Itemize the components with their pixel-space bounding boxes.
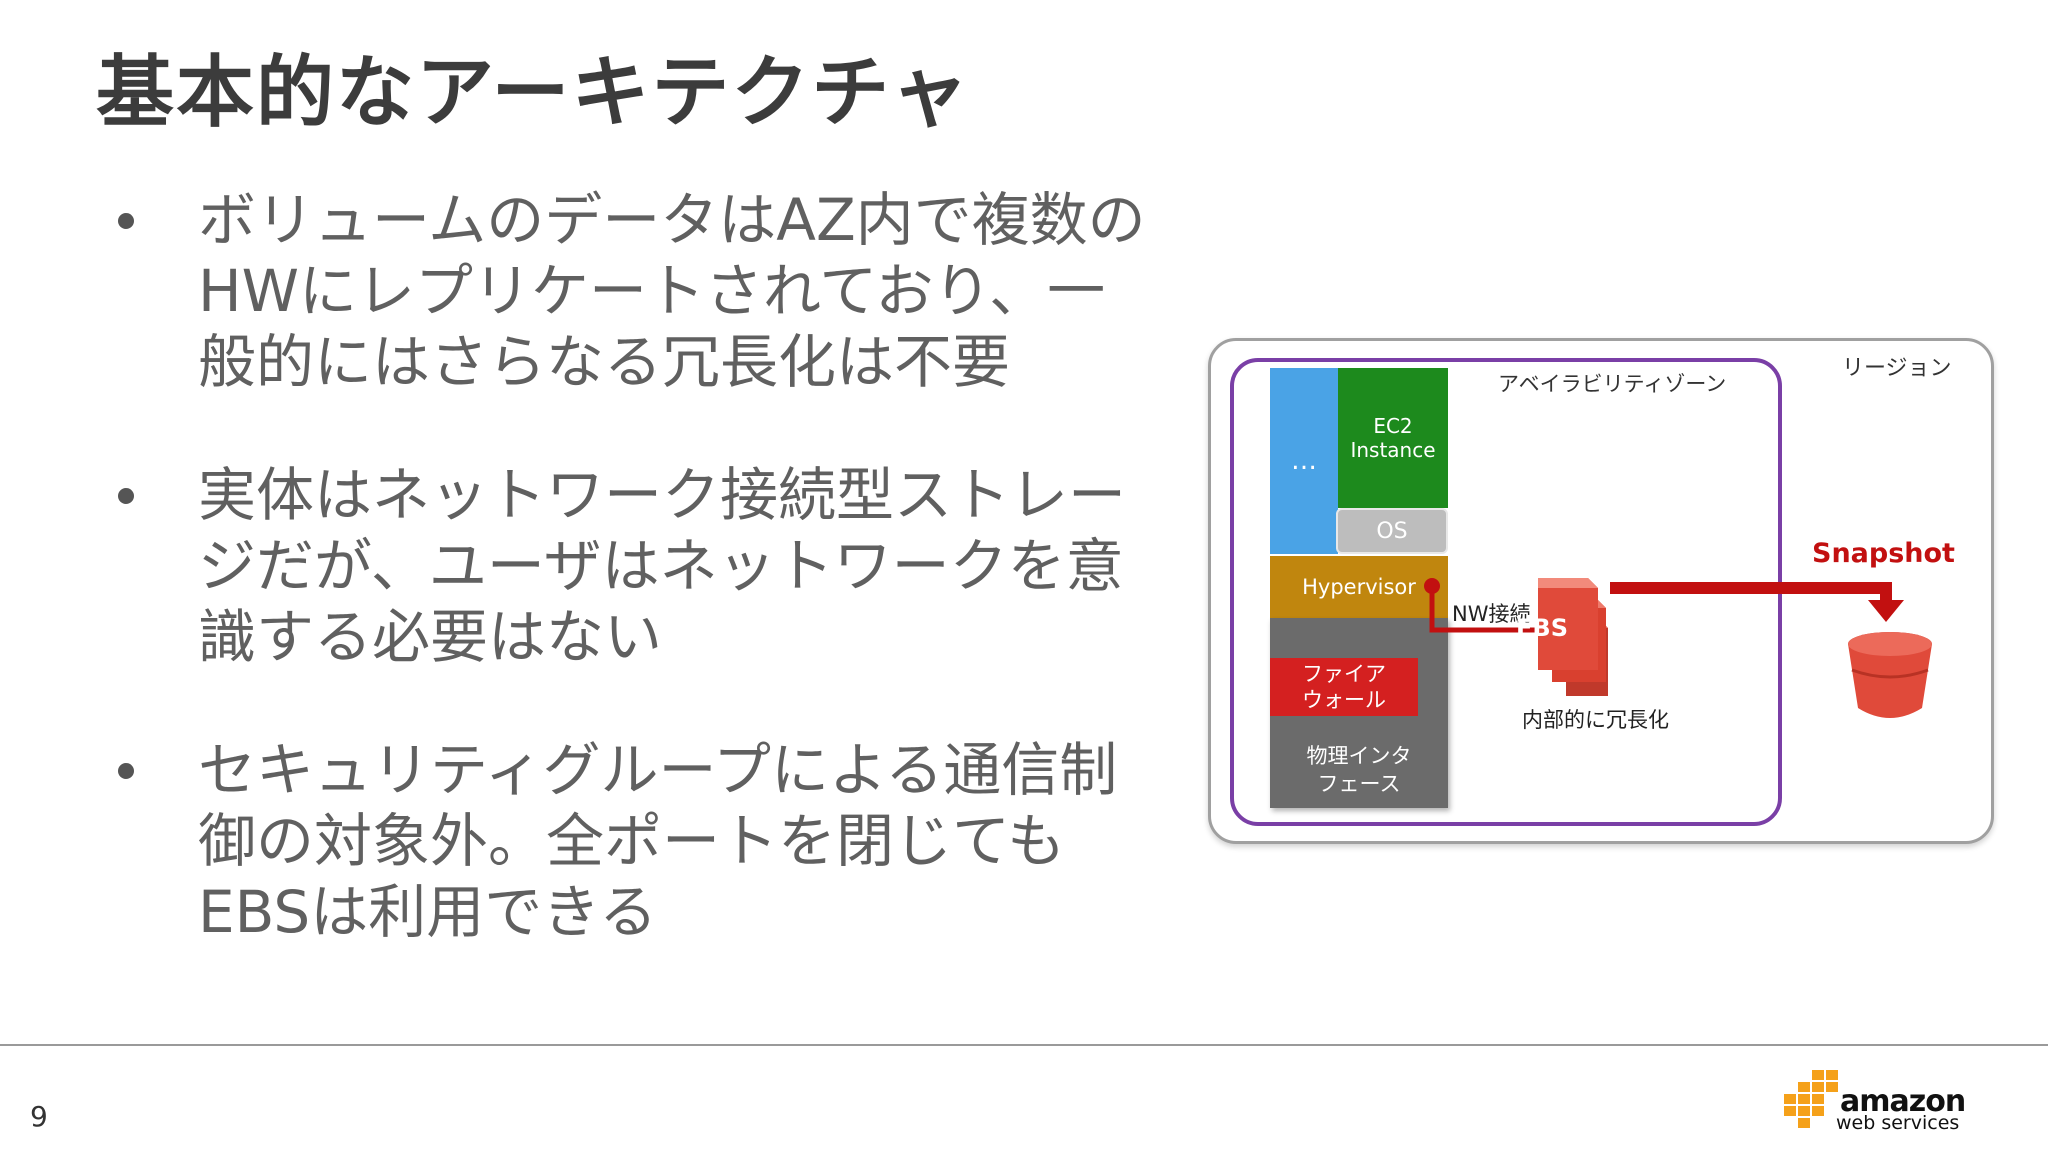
bullet-text-line: ボリュームのデータはAZ内で複数の [198, 186, 1146, 254]
os-block: OS [1336, 508, 1448, 554]
bullet-item: セキュリティグループによる通信制 御の対象外。全ポートを閉じても EBSは利用で… [118, 735, 1198, 948]
snapshot-arrow-line [1610, 582, 1892, 602]
ellipsis-label: … [1291, 446, 1317, 476]
bullet-dot-icon [118, 763, 134, 779]
ec2-instance-block: EC2 Instance [1338, 368, 1448, 508]
firewall-block: ファイア ウォール [1270, 658, 1418, 716]
physical-interface-label: 物理インタ フェース [1270, 738, 1448, 802]
s3-bucket-icon [1848, 632, 1932, 718]
bullet-text-line: 般的にはさらなる冗長化は不要 [198, 328, 1011, 396]
ebs-volume-icon [1538, 578, 1608, 696]
bullet-text-line: 識する必要はない [198, 603, 663, 671]
bullet-item: 実体はネットワーク接続型ストレー ジだが、ユーザはネットワークを意 識する必要は… [118, 460, 1198, 673]
bullet-item: ボリュームのデータはAZ内で複数の HWにレプリケートされており、一 般的にはさ… [118, 185, 1198, 398]
ec2-label-line: Instance [1350, 438, 1436, 462]
redundancy-label: 内部的に冗長化 [1522, 708, 1669, 732]
bullet-text-line: ジだが、ユーザはネットワークを意 [198, 532, 1124, 600]
nw-connection-label: NW接続 [1452, 602, 1531, 626]
footer-divider [0, 1044, 2048, 1046]
ebs-label: EBS [1516, 614, 1568, 642]
page-number: 9 [30, 1100, 48, 1133]
bullet-text-line: セキュリティグループによる通信制 [198, 736, 1118, 804]
aws-sub-text: web services [1836, 1112, 1960, 1134]
bullet-text-line: HWにレプリケートされており、一 [198, 257, 1106, 325]
bullet-text-line: 実体はネットワーク接続型ストレー [198, 461, 1127, 529]
firewall-label-line: ファイア [1302, 662, 1386, 686]
snapshot-arrow-head-icon [1868, 600, 1904, 622]
bullet-dot-icon [118, 213, 134, 229]
other-instances-block: … [1270, 368, 1338, 554]
slide-title: 基本的なアーキテクチャ [96, 48, 971, 138]
bullet-dot-icon [118, 488, 134, 504]
aws-cubes-icon [1784, 1070, 1838, 1128]
snapshot-label: Snapshot [1812, 538, 1955, 569]
region-label: リージョン [1842, 356, 1952, 381]
ec2-label-line: EC2 [1373, 414, 1413, 438]
firewall-label-line: ウォール [1302, 688, 1386, 712]
aws-brand-text: amazon [1840, 1084, 1966, 1119]
bullet-list: ボリュームのデータはAZ内で複数の HWにレプリケートされており、一 般的にはさ… [118, 185, 1198, 1010]
physical-label-line: フェース [1317, 772, 1401, 796]
availability-zone-label: アベイラビリティゾーン [1498, 372, 1727, 396]
bullet-text-line: 御の対象外。全ポートを閉じても [198, 807, 1066, 875]
bullet-text-line: EBSは利用できる [198, 878, 658, 946]
hypervisor-block: Hypervisor [1270, 556, 1448, 618]
physical-label-line: 物理インタ [1306, 744, 1412, 768]
nw-connection-line [1429, 586, 1555, 633]
